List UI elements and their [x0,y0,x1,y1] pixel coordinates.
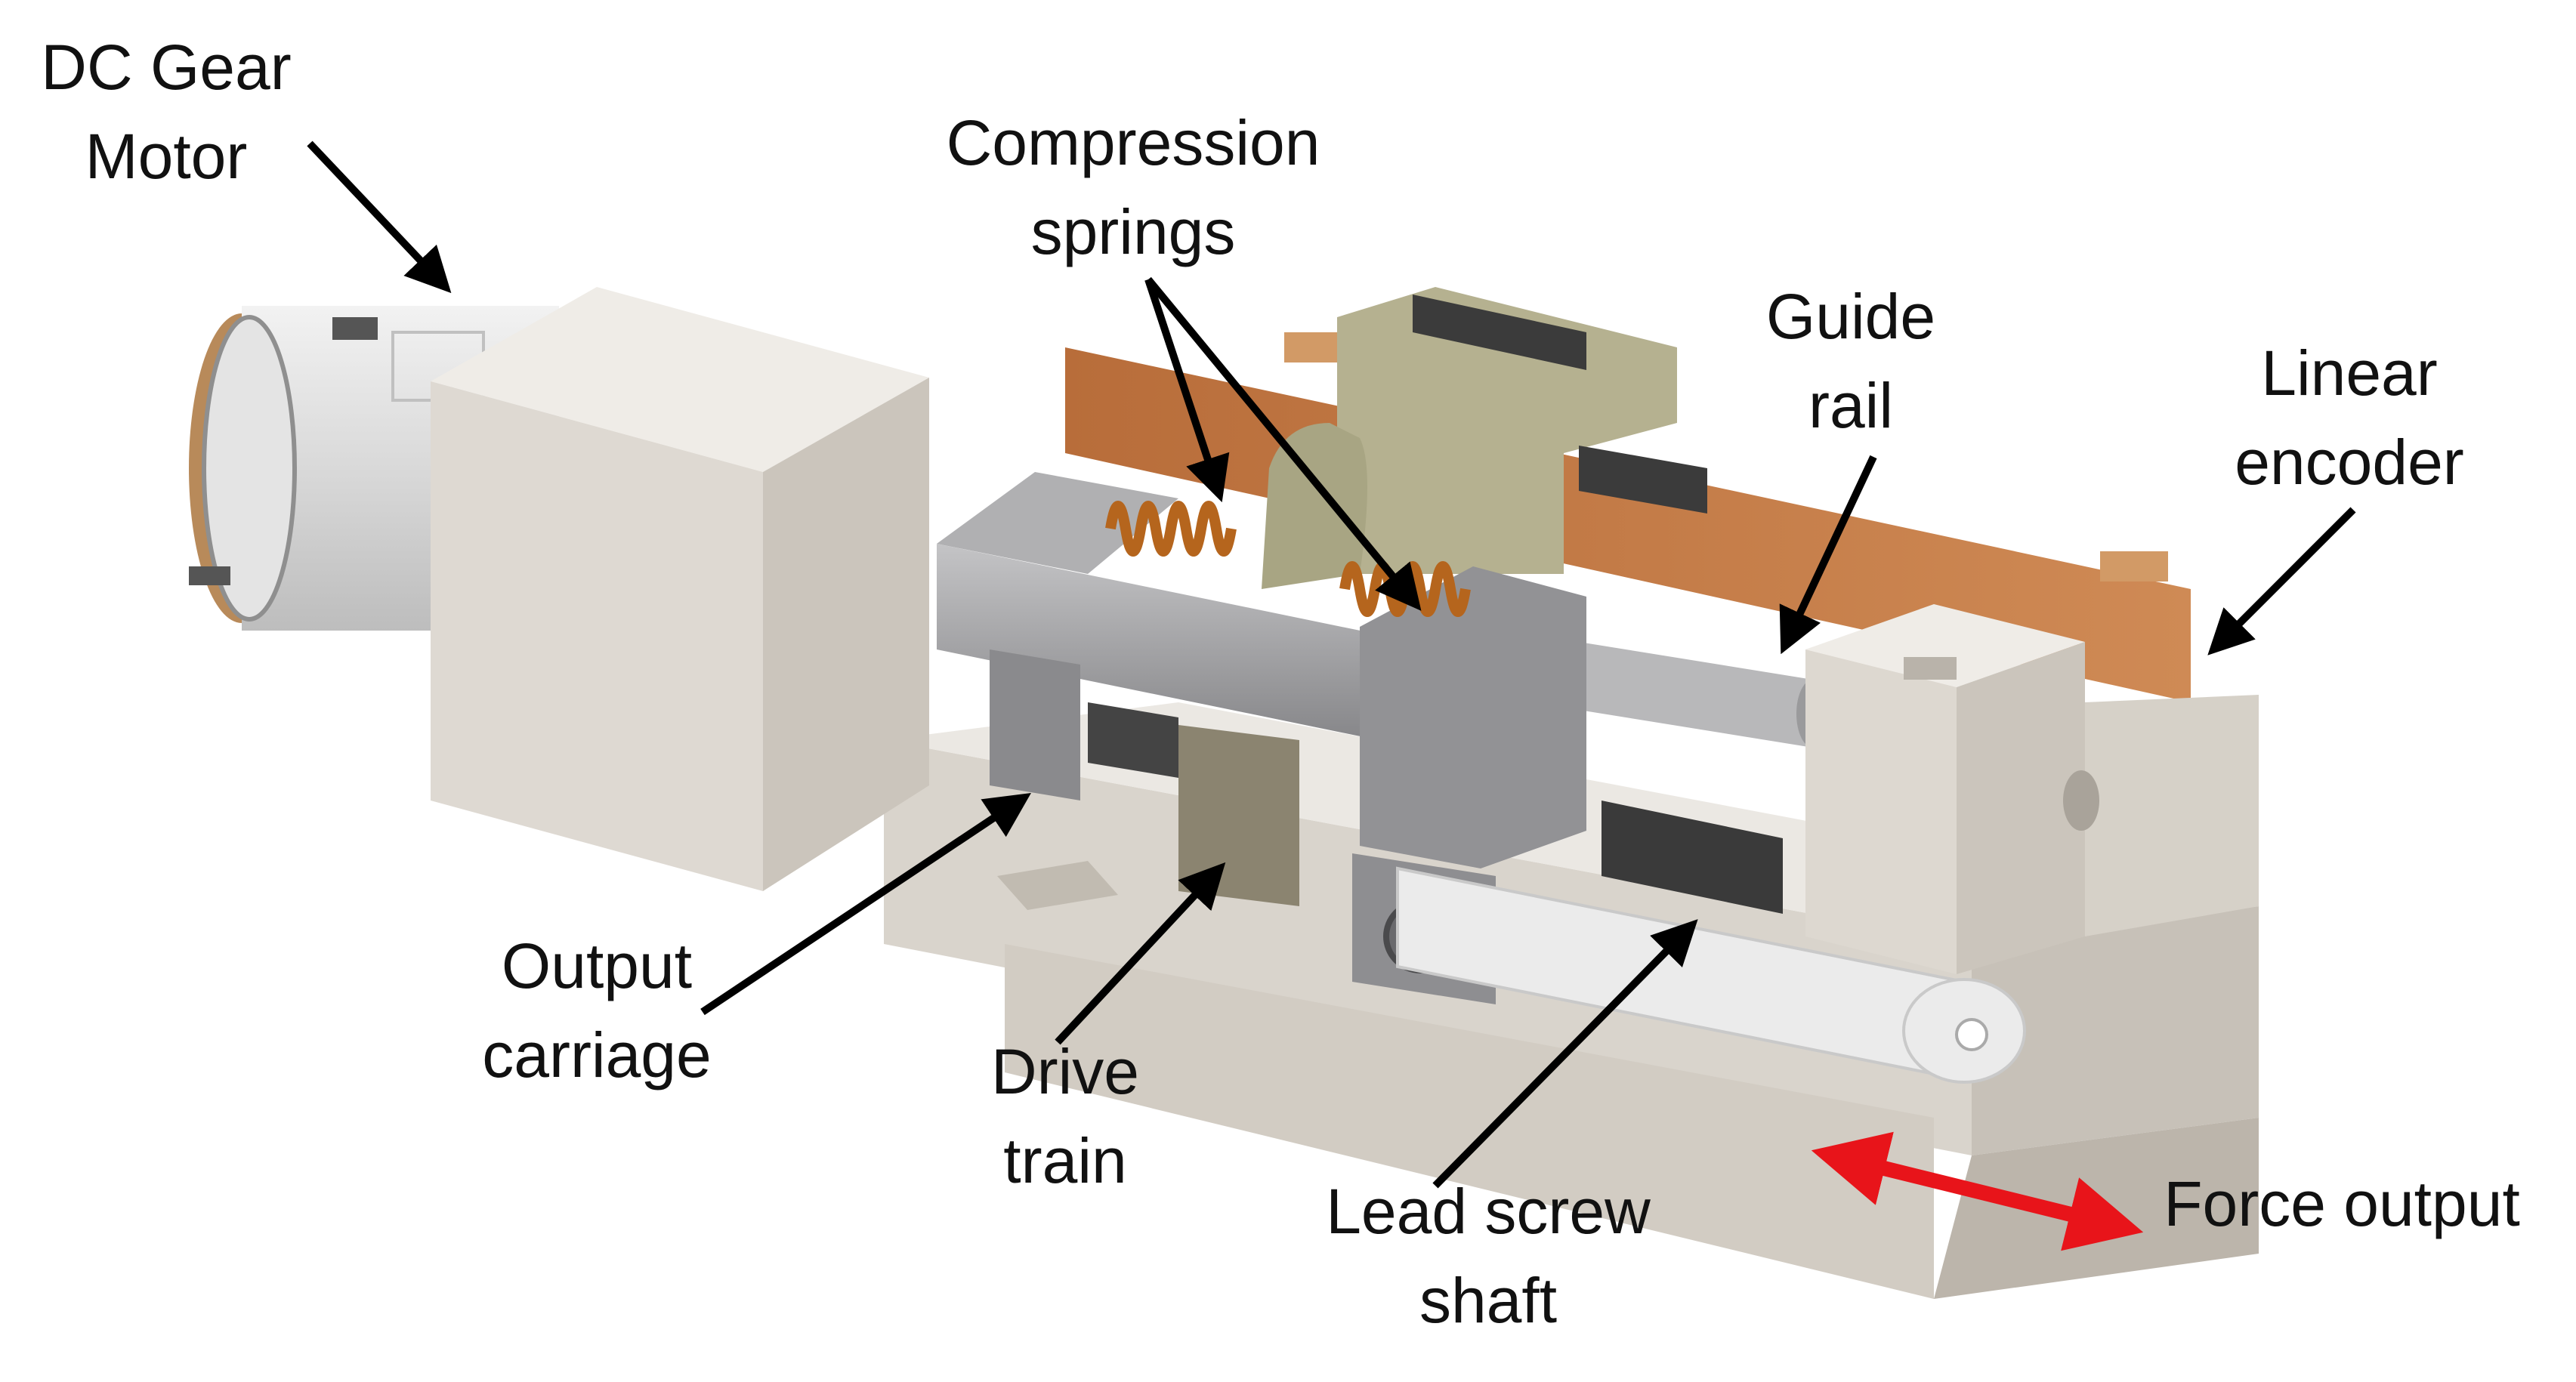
encoder-end-block [1805,604,2259,974]
arrow-output-carriage [700,793,1031,1016]
arrow-lead-screw-shaft [1432,919,1698,1189]
drive-train [1088,702,1299,906]
arrow-spring-left [1144,278,1230,503]
label-guide-rail: Guide rail [1765,281,1936,441]
guide-rail [1579,642,1830,748]
motor-housing [431,287,929,891]
label-compression-springs: Compression springs [946,107,1320,267]
arrow-spring-right [1145,276,1422,611]
label-drive-train: Drive train [990,1036,1139,1196]
leader-arrows [307,140,2356,1189]
arrow-linear-encoder [2207,507,2356,656]
arrow-dc-gear-motor [307,140,452,294]
label-force-output: Force output [2164,1168,2520,1239]
lead-screw-shaft [1396,801,2026,1084]
encoder-slider [1262,287,1707,589]
force-output-arrow [1811,1131,2144,1251]
arrow-drive-train [1055,862,1226,1045]
label-linear-encoder: Linear encoder [2235,338,2464,498]
label-lead-screw-shaft: Lead screw shaft [1326,1176,1651,1336]
label-output-carriage: Output carriage [482,930,712,1090]
arrow-guide-rail [1779,455,1877,655]
label-dc-gear-motor: DC Gear Motor [41,32,292,192]
